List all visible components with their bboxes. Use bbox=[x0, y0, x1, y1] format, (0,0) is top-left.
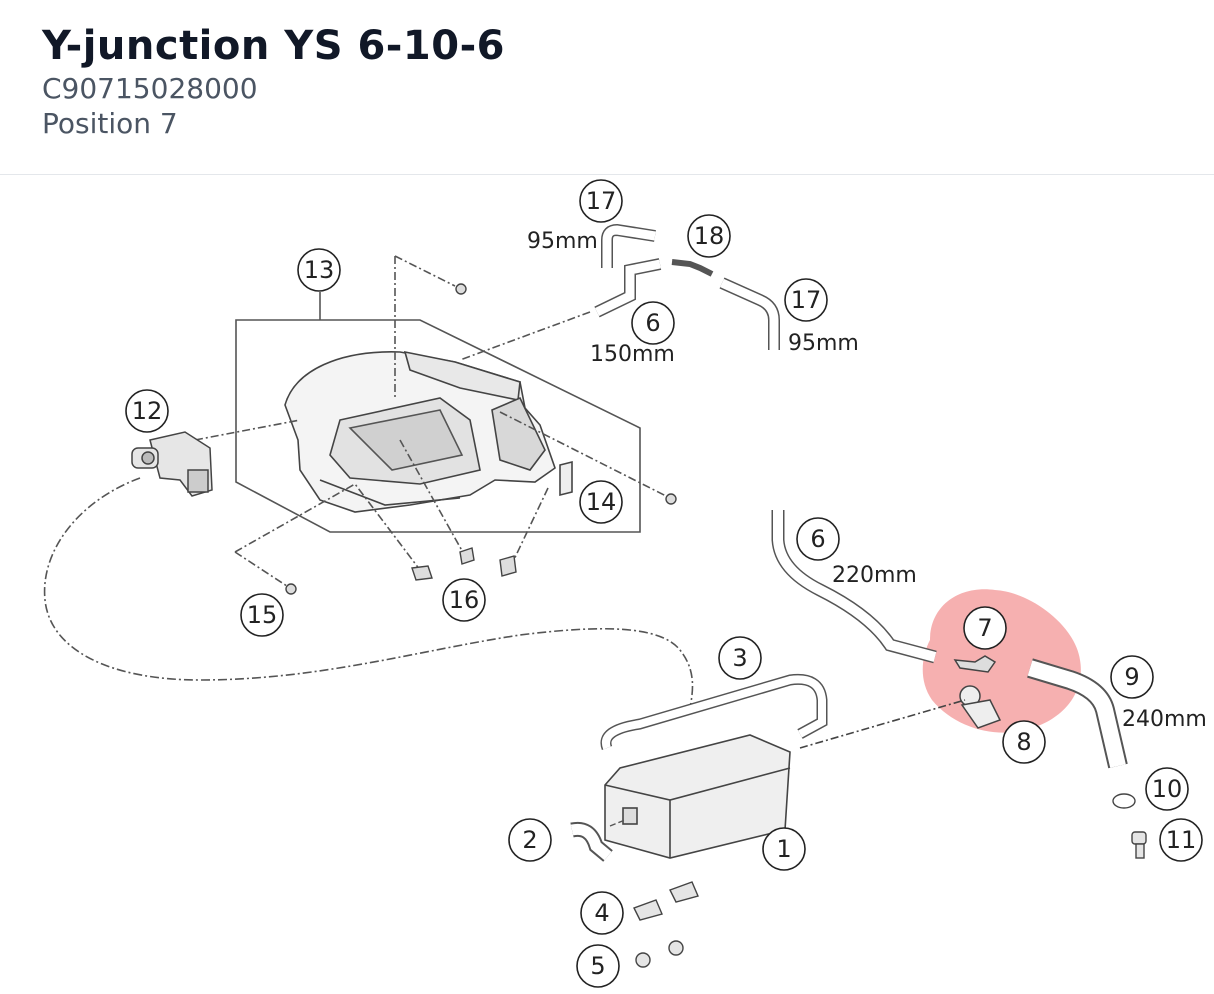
callout-17-top: 17 bbox=[586, 187, 617, 215]
callout-group bbox=[125, 179, 1203, 988]
callout-11: 11 bbox=[1166, 826, 1197, 854]
callout-2: 2 bbox=[522, 826, 537, 854]
callout-9: 9 bbox=[1124, 663, 1139, 691]
callout-10: 10 bbox=[1152, 775, 1183, 803]
length-label-6-lower: 220mm bbox=[832, 563, 917, 588]
callout-7: 7 bbox=[977, 614, 992, 642]
hoses-upper bbox=[594, 223, 780, 350]
page-title: Y-junction YS 6-10-6 bbox=[42, 23, 506, 69]
callout-6-lower: 6 bbox=[810, 525, 825, 553]
callout-3: 3 bbox=[732, 644, 747, 672]
clips-fasteners bbox=[633, 881, 699, 968]
elbow-hose-2 bbox=[570, 819, 626, 862]
length-label-17-right: 95mm bbox=[788, 331, 859, 356]
callout-6-upper: 6 bbox=[645, 309, 660, 337]
callout-14: 14 bbox=[586, 488, 617, 516]
length-label-17-top: 95mm bbox=[527, 229, 598, 254]
callout-8: 8 bbox=[1016, 728, 1031, 756]
callout-5: 5 bbox=[590, 952, 605, 980]
callout-18: 18 bbox=[694, 222, 725, 250]
y-junction-7 bbox=[953, 655, 1002, 729]
highlight-region bbox=[922, 589, 1081, 733]
callout-16: 16 bbox=[449, 586, 480, 614]
callout-17-right: 17 bbox=[791, 286, 822, 314]
screw-icons bbox=[285, 283, 677, 595]
header: Y-junction YS 6-10-6 C90715028000 Positi… bbox=[0, 0, 1214, 175]
exploded-parts-diagram: 17 18 13 6 17 12 14 6 15 16 7 9 3 8 10 1… bbox=[0, 176, 1214, 990]
part-number: C90715028000 bbox=[42, 72, 258, 105]
callout-12: 12 bbox=[132, 397, 163, 425]
canister-1 bbox=[600, 673, 966, 859]
diagram-canvas: 17 18 13 6 17 12 14 6 15 16 7 9 3 8 10 1… bbox=[43, 179, 1207, 988]
length-label-6-upper: 150mm bbox=[590, 342, 675, 367]
purge-valve-12 bbox=[131, 431, 213, 497]
callout-4: 4 bbox=[594, 899, 609, 927]
clamp-10-plug-11 bbox=[1112, 793, 1147, 859]
vent-line-dashed bbox=[43, 477, 694, 713]
callout-15: 15 bbox=[247, 601, 278, 629]
callout-13: 13 bbox=[304, 256, 335, 284]
hoses-right bbox=[771, 510, 1128, 769]
length-label-9: 240mm bbox=[1122, 707, 1207, 732]
callout-1: 1 bbox=[776, 835, 791, 863]
position-label: Position 7 bbox=[42, 107, 178, 140]
bracket-assembly-13 bbox=[194, 255, 671, 589]
